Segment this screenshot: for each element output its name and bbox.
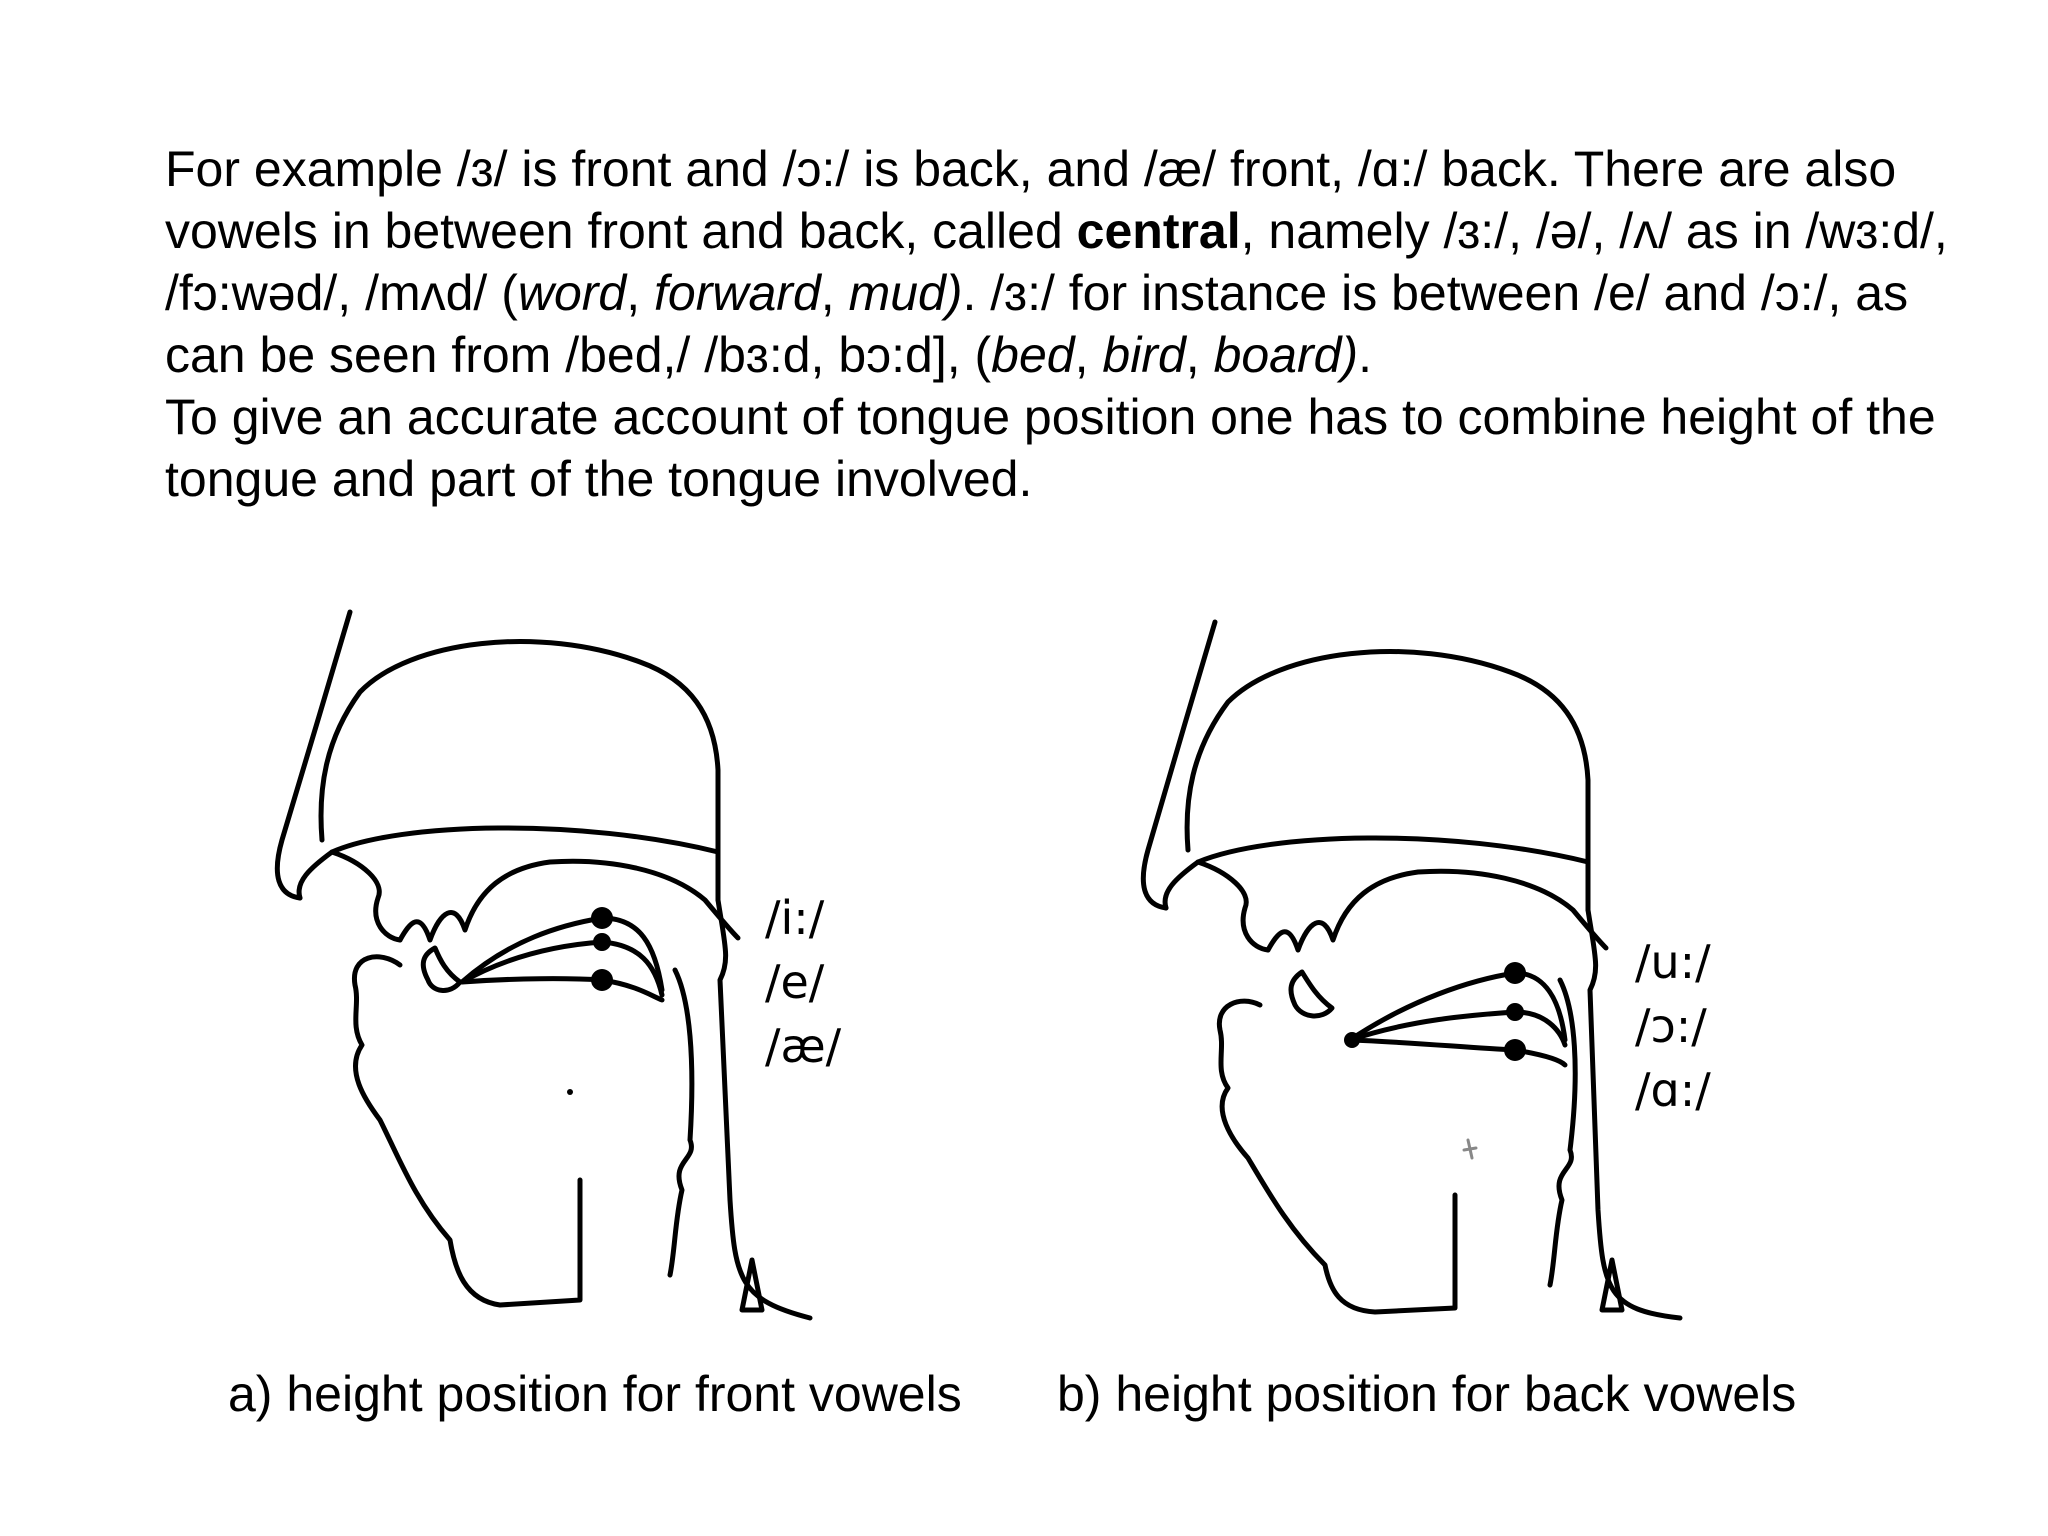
tongue-point-high <box>1504 962 1526 984</box>
text-span: . /ɜ:/ for instance is between /e/ and /… <box>165 265 1909 383</box>
caption-back-vowels: b) height position for back vowels <box>1057 1366 1797 1422</box>
vowel-label-e: /e/ <box>765 955 825 1009</box>
tongue-point-low <box>591 969 613 991</box>
figure-back-vowels <box>1120 610 1720 1340</box>
nasal-cavity-outline <box>318 639 721 903</box>
vowel-label-u: /u:/ <box>1635 935 1711 989</box>
tongue-root <box>1547 977 1578 1288</box>
nasal-floor <box>1162 835 1591 911</box>
nasal-cavity-outline <box>1184 649 1591 913</box>
tongue-point-high <box>591 907 613 929</box>
text-span: , <box>1185 327 1214 383</box>
vocal-tract-diagram-back <box>1140 619 1683 1321</box>
vocal-tract-diagram-front <box>274 609 813 1321</box>
jaw-outline <box>352 954 583 1308</box>
epiglottis <box>739 1257 765 1313</box>
example-word: bird <box>1102 327 1186 383</box>
text-span: , <box>820 265 849 321</box>
pharynx-wall <box>715 897 813 1321</box>
vowel-label-i: /i:/ <box>765 891 825 945</box>
example-word: board) <box>1213 327 1359 383</box>
vowel-label-ae: /æ/ <box>765 1019 842 1073</box>
caption-front-vowels: a) height position for front vowels <box>228 1366 962 1422</box>
tongue-root <box>667 967 695 1278</box>
text-span: For example /ɜ/ is front and /ɔ:/ is bac… <box>165 141 1897 259</box>
example-word: word <box>517 265 627 321</box>
tongue-point-mid <box>1506 1003 1524 1021</box>
text-span: , <box>1074 327 1103 383</box>
hard-palate <box>1265 868 1609 953</box>
vowel-label-a: /ɑ:/ <box>1635 1063 1711 1117</box>
term-central: central <box>1076 203 1241 259</box>
pharynx-wall <box>1585 907 1683 1321</box>
text-span: , namely /ɜ:/, /ə/, /ʌ/ as in /wɜ:d/, /f… <box>165 203 1948 321</box>
tongue-arc-low <box>1347 1037 1568 1068</box>
example-word: bed <box>991 327 1075 383</box>
example-word: mud) <box>848 265 963 321</box>
speck <box>567 1089 573 1095</box>
tongue-point-low <box>1504 1039 1526 1061</box>
upper-lip <box>1195 859 1271 953</box>
hard-palate <box>397 858 741 943</box>
paragraph-2: To give an accurate account of tongue po… <box>165 389 1936 507</box>
tongue-arc-mid <box>1347 1009 1568 1048</box>
lower-teeth <box>420 945 463 993</box>
upper-lip <box>329 849 403 943</box>
vowel-label-open-o: /ɔ:/ <box>1635 999 1707 1053</box>
speck <box>1462 1138 1478 1160</box>
lower-teeth <box>1288 969 1335 1019</box>
tongue-tip-point <box>1344 1032 1360 1048</box>
body-text: For example /ɜ/ is front and /ɔ:/ is bac… <box>165 138 1965 510</box>
nose-outline <box>274 609 353 901</box>
epiglottis <box>1599 1257 1625 1313</box>
tongue-point-mid <box>593 933 611 951</box>
text-span: . <box>1358 327 1372 383</box>
jaw-outline <box>1216 998 1458 1315</box>
nose-outline <box>1140 619 1218 911</box>
example-word: forward <box>654 265 821 321</box>
nasal-floor <box>296 825 721 901</box>
text-span: , <box>626 265 655 321</box>
figure-front-vowels <box>250 600 850 1340</box>
tongue-arc-low <box>459 976 665 1003</box>
paragraph-1: For example /ɜ/ is front and /ɔ:/ is bac… <box>165 138 1965 386</box>
